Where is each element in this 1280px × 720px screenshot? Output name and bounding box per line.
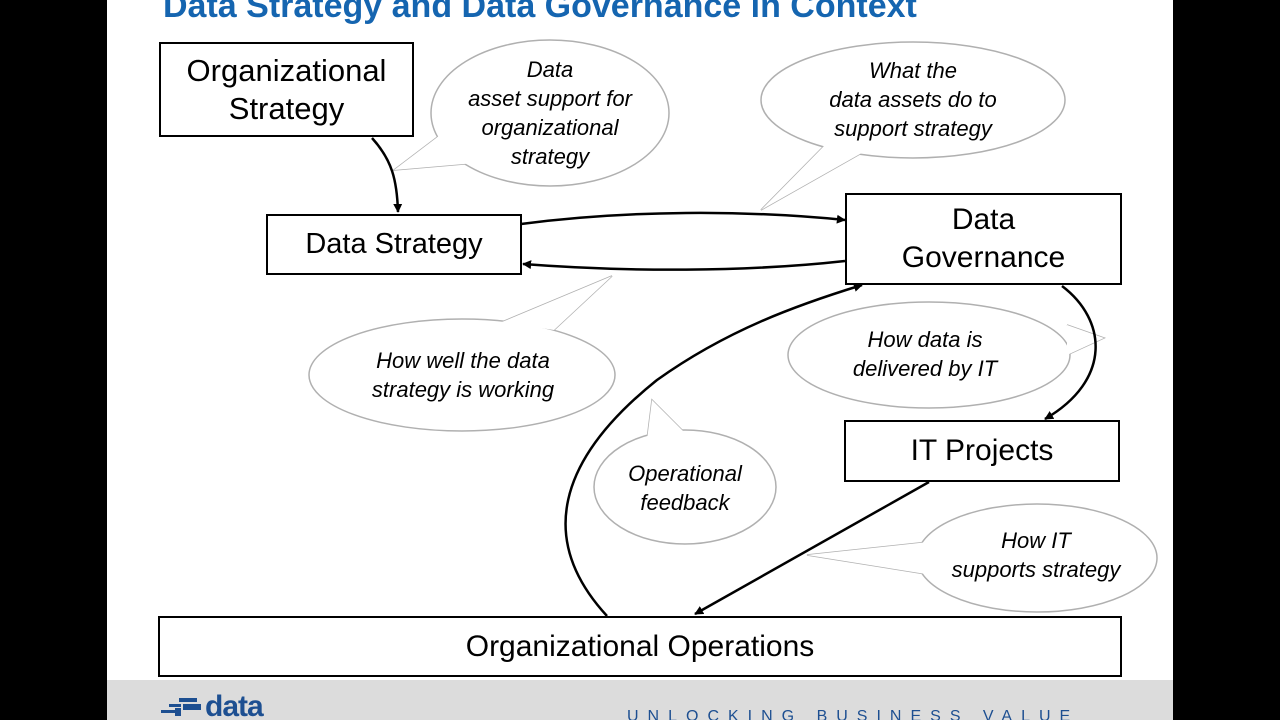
tagline: UNLOCKING BUSINESS VALUE (627, 708, 1080, 720)
box-it-projects: IT Projects (844, 420, 1120, 482)
context-diagram (308, 39, 1158, 617)
bubble-line: strategy (510, 144, 590, 169)
box-organizational-strategy-label: Organizational Strategy (186, 52, 387, 126)
bubble-op-feedback (593, 398, 777, 545)
bubble-asset-support (391, 39, 670, 187)
logo-wordmark: data (205, 690, 264, 720)
bubble-line: support strategy (834, 116, 992, 141)
arrow-itprojects-to-operations (694, 480, 930, 616)
bubble-line: supports strategy (951, 557, 1121, 582)
bubble-line: How well the data (376, 348, 550, 373)
bubble-op-feedback-text: Operational feedback (605, 459, 765, 517)
box-organizational-operations-label: Organizational Operations (465, 629, 815, 663)
bubble-line: How IT (1001, 528, 1071, 553)
bubble-line: What the (868, 58, 958, 83)
slide: Data Strategy and Data Governance in Con… (107, 0, 1173, 720)
bubble-delivered-by-it-text: How data is delivered by IT (815, 325, 1035, 383)
bubble-how-well-text: How well the data strategy is working (333, 346, 593, 404)
bubble-asset-support-text: Data asset support for organizational st… (440, 55, 660, 171)
data-logo-icon (161, 698, 201, 716)
bubble-line: asset support for (468, 86, 632, 111)
box-it-projects-label: IT Projects (910, 434, 1054, 467)
bubble-line: strategy is working (371, 377, 555, 402)
bubble-what-assets-do (760, 41, 1066, 211)
arrow-orgstrategy-to-datastrategy (371, 137, 403, 213)
bubble-line: data assets do to (829, 87, 997, 112)
arrow-operations-to-governance (564, 283, 863, 617)
arrow-governance-to-datastrategy (522, 259, 846, 271)
bubble-line: Operational (628, 461, 742, 486)
bubble-line: organizational (481, 115, 619, 140)
box-data-strategy: Data Strategy (266, 214, 522, 275)
bubble-line: How data is (867, 327, 983, 352)
bubble-what-assets-do-text: What the data assets do to support strat… (783, 56, 1043, 143)
bubble-how-well (308, 275, 616, 432)
bubble-delivered-by-it (787, 301, 1106, 409)
bubble-it-supports-text: How IT supports strategy (926, 526, 1146, 584)
bubble-line: Data (526, 57, 574, 82)
bubble-line: feedback (640, 490, 730, 515)
bubble-line: delivered by IT (852, 356, 998, 381)
box-data-governance: Data Governance (845, 193, 1122, 285)
box-data-strategy-label: Data Strategy (305, 228, 483, 260)
arrow-datastrategy-to-governance (520, 211, 846, 226)
footer: data UNLOCKING BUSINESS VALUE (107, 680, 1173, 720)
box-organizational-strategy: Organizational Strategy (159, 42, 414, 137)
slide-title: Data Strategy and Data Governance in Con… (163, 0, 917, 25)
arrow-governance-to-itprojects (1044, 285, 1097, 421)
bubble-it-supports (806, 503, 1158, 613)
box-organizational-operations: Organizational Operations (158, 616, 1122, 677)
box-data-governance-label: Data Governance (901, 203, 1066, 274)
